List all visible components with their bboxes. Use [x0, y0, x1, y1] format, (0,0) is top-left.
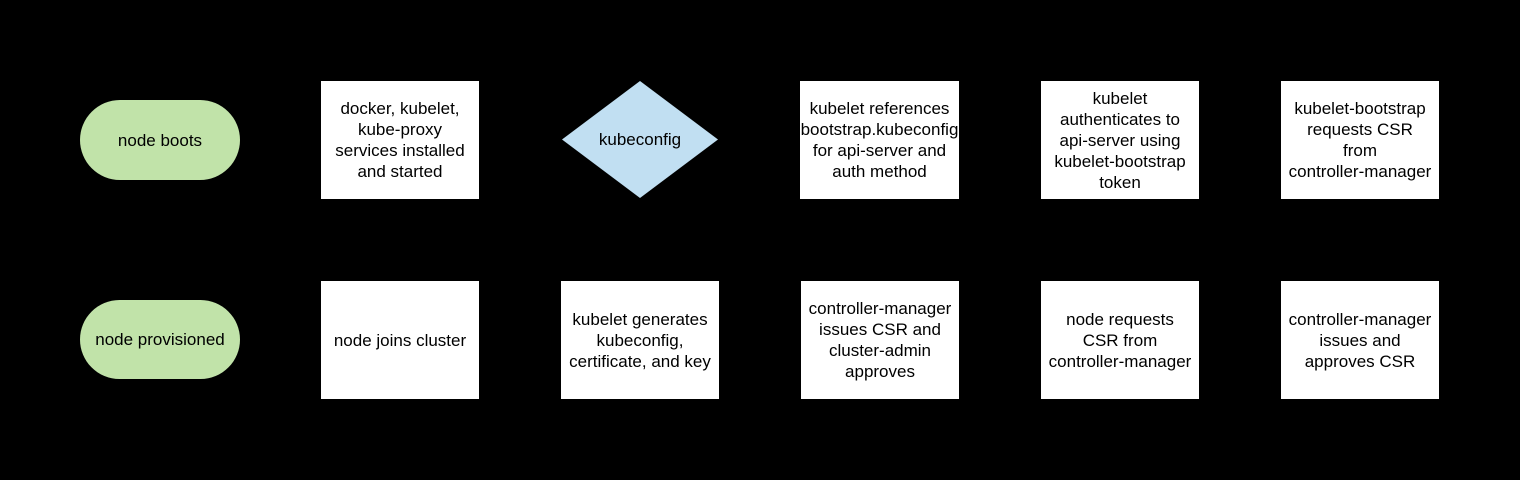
- node-label: controller-manager issues CSR and cluste…: [808, 299, 952, 381]
- node-label: kubeconfig: [598, 130, 682, 149]
- node-label: node joins cluster: [333, 330, 467, 350]
- node-label: kubelet-bootstrap requests CSR from cont…: [1288, 99, 1432, 181]
- node-label: node requests CSR from controller-manage…: [1048, 309, 1192, 371]
- terminal-node-provisioned: node provisioned: [80, 300, 240, 379]
- node-label: docker, kubelet, kube-proxy services ins…: [335, 99, 465, 181]
- process-services-installed: docker, kubelet, kube-proxy services ins…: [321, 81, 479, 199]
- process-kubelet-references-bootstrap-kubeconfig: kubelet references bootstrap.kubeconfig …: [800, 81, 959, 199]
- process-kubelet-authenticates: kubelet authenticates to api-server usin…: [1041, 81, 1199, 199]
- node-label: kubelet authenticates to api-server usin…: [1054, 88, 1186, 192]
- decision-kubeconfig: kubeconfig: [562, 81, 718, 198]
- process-kubelet-generates-kubeconfig: kubelet generates kubeconfig, certificat…: [561, 281, 719, 399]
- process-node-joins-cluster: node joins cluster: [321, 281, 479, 399]
- terminal-node-boots: node boots: [80, 100, 240, 180]
- node-label: node boots: [117, 130, 203, 150]
- node-label: kubelet generates kubeconfig, certificat…: [569, 309, 711, 371]
- process-kubelet-bootstrap-requests-csr: kubelet-bootstrap requests CSR from cont…: [1281, 81, 1439, 199]
- node-label: controller-manager issues and approves C…: [1288, 309, 1432, 371]
- process-controller-manager-approves-csr: controller-manager issues and approves C…: [1281, 281, 1439, 399]
- process-controller-manager-issues-csr: controller-manager issues CSR and cluste…: [801, 281, 959, 399]
- node-label: node provisioned: [95, 330, 225, 349]
- node-label: kubelet references bootstrap.kubeconfig …: [800, 99, 959, 181]
- process-node-requests-csr: node requests CSR from controller-manage…: [1041, 281, 1199, 399]
